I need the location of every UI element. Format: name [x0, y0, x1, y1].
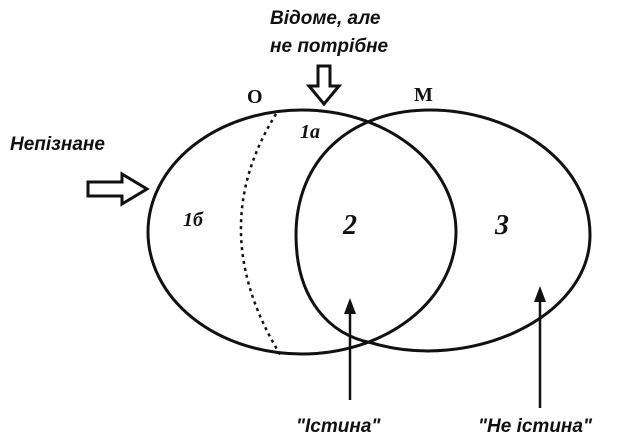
truth-label: "Істина"	[296, 416, 381, 437]
region-1b-label: 1б	[183, 209, 204, 231]
set-m-label: M	[414, 84, 433, 106]
set-o-label: O	[247, 86, 263, 108]
unknown-label: Непізнане	[10, 134, 105, 155]
set-m-ellipse	[294, 108, 592, 353]
unknown-arrow	[86, 171, 150, 207]
set-o-ellipse	[146, 108, 458, 356]
not-truth-arrow-head	[534, 286, 546, 302]
region-2-label: 2	[342, 210, 357, 241]
known-not-needed-arrow	[305, 64, 343, 107]
region-1a-label: 1a	[300, 121, 320, 143]
known-not-needed-label-line2: не потрібне	[270, 36, 389, 57]
known-not-needed-label-line1: Відоме, але	[270, 8, 381, 29]
region-1-divider	[239, 113, 283, 357]
region-3-label: 3	[494, 210, 509, 241]
truth-arrow-head	[344, 298, 356, 314]
not-truth-label: "Не істина"	[478, 416, 593, 437]
